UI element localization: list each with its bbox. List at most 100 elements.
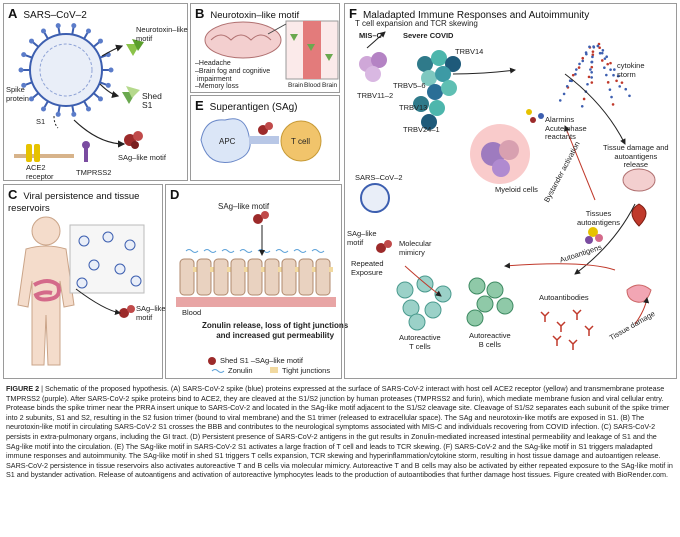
severe-covid-tcell-cluster xyxy=(413,50,461,130)
panel-a: A SARS–CoV–2 Spike protein S1 ACE2 recept… xyxy=(3,3,188,181)
spike-protein-label: Spike protein xyxy=(6,85,29,103)
sars-f-label: SARS–CoV–2 xyxy=(355,173,403,182)
misc-tcell-cluster xyxy=(359,52,387,82)
misc-label: MIS–C xyxy=(359,31,382,40)
trbv13-label: TRBV13 xyxy=(399,103,428,112)
panel-c-title: Viral persistence and tissue reservoirs xyxy=(8,191,140,214)
trbv14-label: TRBV14 xyxy=(455,47,484,56)
panel-f-letter: F xyxy=(349,6,357,21)
brain2-label: Brain xyxy=(322,82,338,89)
panel-e: E Superantigen (SAg) APC T cell xyxy=(190,95,340,181)
blood-layer xyxy=(176,297,336,307)
panel-a-title: SARS–CoV–2 xyxy=(23,10,87,21)
legend-zonulin-label: Zonulin xyxy=(228,366,253,375)
brain-f-icon xyxy=(622,168,656,192)
s1-label: S1 xyxy=(36,117,46,126)
shed-s1-icon xyxy=(122,86,140,104)
legend-shed-label: Shed S1 –SAg–like motif xyxy=(220,356,303,365)
sag-motif-f-icon xyxy=(376,240,392,253)
heart-icon xyxy=(631,203,647,227)
ace2-label: ACE2 receptor xyxy=(26,163,54,181)
blood-label: Blood xyxy=(304,82,321,89)
panel-c-graphic xyxy=(17,216,145,366)
cytokine-label: cytokine storm xyxy=(617,61,645,79)
panel-e-title: Superantigen (SAg) xyxy=(209,102,298,113)
trbv11-label: TRBV11–2 xyxy=(357,91,394,100)
panel-a-header: A SARS–CoV–2 xyxy=(8,6,87,21)
repeated-label: Repeated Exposure xyxy=(351,259,384,277)
reservoir-virus-icons xyxy=(76,231,142,289)
panel-f: F Maladapted Immune Responses and Autoimm… xyxy=(344,3,677,379)
autoantibodies-label: Autoantibodies xyxy=(539,293,589,302)
tissue-damage-rel-label: Tissue damage and autoantigens release xyxy=(603,143,669,169)
autoantibodies-icon xyxy=(540,309,594,350)
panel-e-header: E Superantigen (SAg) xyxy=(195,98,298,113)
tcell-icon xyxy=(280,120,322,162)
neurotoxin-motif-icon xyxy=(126,39,144,56)
spike-proteins-icon xyxy=(18,23,114,117)
sag-bound-icon xyxy=(258,122,273,135)
panel-e-graphic xyxy=(200,118,322,164)
legend-tj-icon xyxy=(270,367,278,373)
panel-b-header: B Neurotoxin–like motif xyxy=(195,6,299,21)
severe-covid-label: Severe COVID xyxy=(403,31,454,40)
sars-cov-2-icon xyxy=(360,183,390,213)
panel-b-letter: B xyxy=(195,6,205,21)
sag-like-label: SAg–like motif xyxy=(118,153,166,162)
panel-d-graphic xyxy=(176,211,336,373)
apc-label: APC xyxy=(219,137,236,146)
panel-f-graphic xyxy=(359,31,656,350)
intestinal-epithelium xyxy=(179,258,333,296)
tcell-label: T cell xyxy=(291,137,310,146)
sag-motif-d-icon xyxy=(253,211,269,224)
panel-f-header: F Maladapted Immune Responses and Autoimm… xyxy=(349,6,589,21)
autoreactive-t-cells-icon xyxy=(396,275,452,331)
brain-label: Brain xyxy=(288,82,304,89)
virus-icon xyxy=(29,33,103,107)
autoreactive-b-cells-icon xyxy=(466,277,514,327)
sag-like-d-label: SAg–like motif xyxy=(218,202,270,211)
alarmins-label: Alarmins Acute phase reactants xyxy=(545,115,587,141)
tmprss2-label: TMPRSS2 xyxy=(76,168,112,177)
zonulin-text: Zonulin release, loss of tight junctions… xyxy=(202,321,349,340)
panel-f-title: Maladapted Immune Responses and Autoimmu… xyxy=(362,10,590,21)
tmprss2-icon xyxy=(82,141,90,162)
gut-f-icon xyxy=(626,284,652,303)
panel-a-graphic xyxy=(14,23,144,162)
figure-caption: FIGURE 2 | Schematic of the proposed hyp… xyxy=(6,384,674,480)
mhc-tcr-bridge xyxy=(249,136,279,144)
panel-d-letter: D xyxy=(170,187,180,202)
blood-d-label: Blood xyxy=(182,308,202,317)
trbv56-label: TRBV5–6 xyxy=(393,81,426,90)
sag-motif-c-icon xyxy=(119,305,135,318)
auto-b-label: Autoreactive B cells xyxy=(469,331,511,349)
panel-d: D SAg–like motif Blood Zonulin release, … xyxy=(165,184,348,379)
panel-d-header: D xyxy=(170,187,185,202)
trbv24-label: TRBV24–1 xyxy=(403,125,440,134)
human-body-icon xyxy=(17,216,75,366)
tissue-autoantigens-icon xyxy=(585,227,603,244)
ace2-receptor-icon xyxy=(26,144,40,162)
legend-shed-icon xyxy=(208,357,216,365)
legend-zonulin-icon xyxy=(211,369,225,373)
cell-membrane xyxy=(14,154,74,158)
gi-tract-icon xyxy=(33,279,61,302)
caption-text: | Schematic of the proposed hypothesis. … xyxy=(6,384,673,480)
panel-e-letter: E xyxy=(195,98,204,113)
shed-s1-label: Shed S1 xyxy=(142,91,162,110)
cytokine-storm-icon xyxy=(558,42,631,108)
panel-a-letter: A xyxy=(8,6,18,21)
sag-like-c-label: SAg–like motif xyxy=(136,304,166,322)
myeloid-cells-icon xyxy=(481,140,519,177)
sag-motif-icon xyxy=(124,131,143,149)
mimicry-label: Molecular mimicry xyxy=(399,239,432,257)
caption-fig-label: FIGURE 2 xyxy=(6,384,40,393)
tissues-auto-label: Tissues autoantigens xyxy=(577,209,620,227)
legend-tj-label: Tight junctions xyxy=(282,366,331,375)
panel-b-title: Neurotoxin–like motif xyxy=(210,10,300,21)
auto-t-label: Autoreactive T cells xyxy=(399,333,441,351)
blood-vessel xyxy=(303,21,321,79)
panel-b-graphic xyxy=(204,20,339,80)
